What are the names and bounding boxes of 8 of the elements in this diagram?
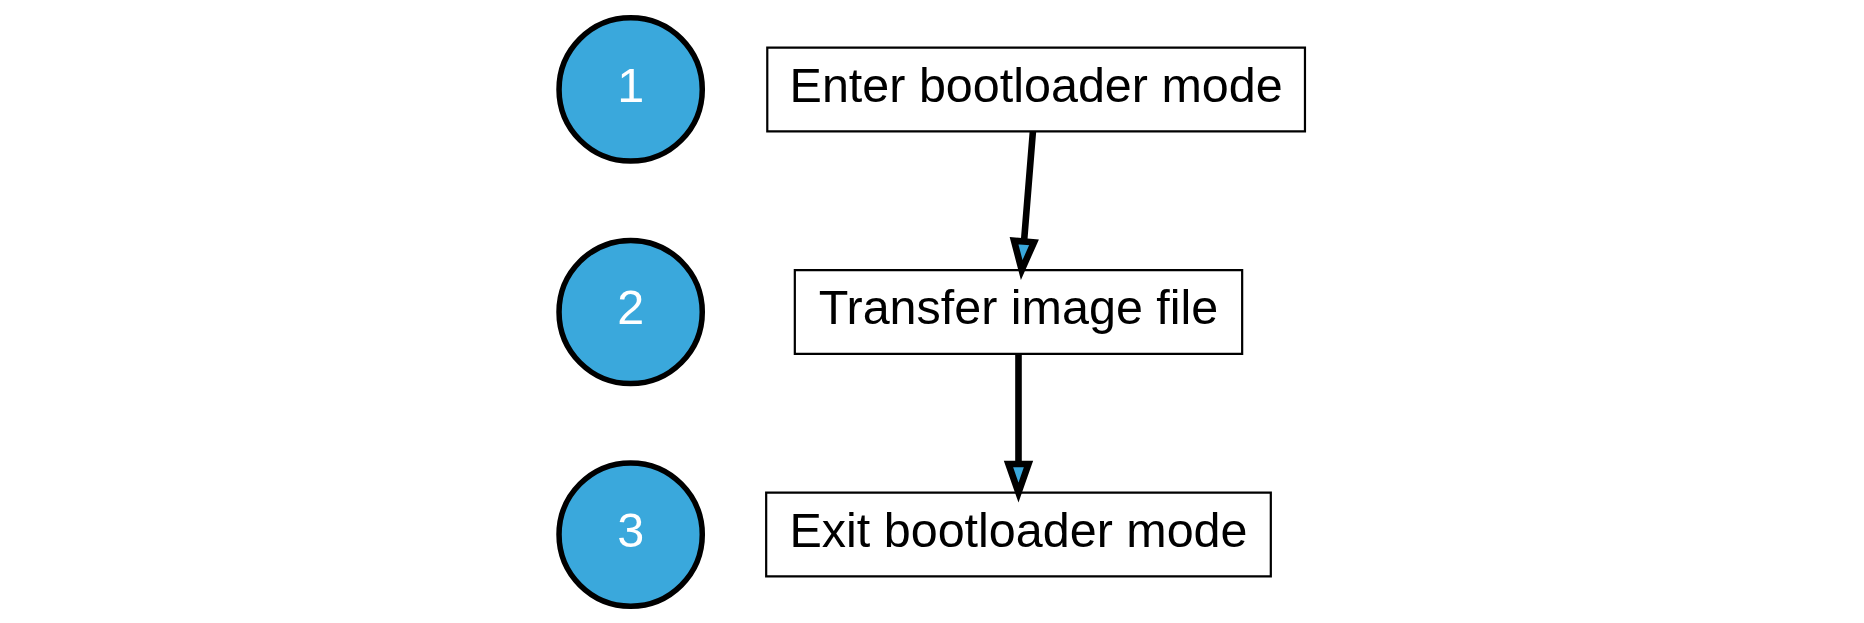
node-box: Enter bootloader mode — [766, 45, 1307, 132]
node-box: Transfer image file — [793, 268, 1244, 355]
arrow — [1003, 353, 1034, 503]
node-circle: 2 — [556, 237, 706, 386]
node-box: Exit bootloader mode — [765, 491, 1272, 578]
arrow — [1009, 130, 1039, 280]
node-circle: 3 — [556, 459, 706, 609]
node-circle: 1 — [556, 14, 706, 164]
